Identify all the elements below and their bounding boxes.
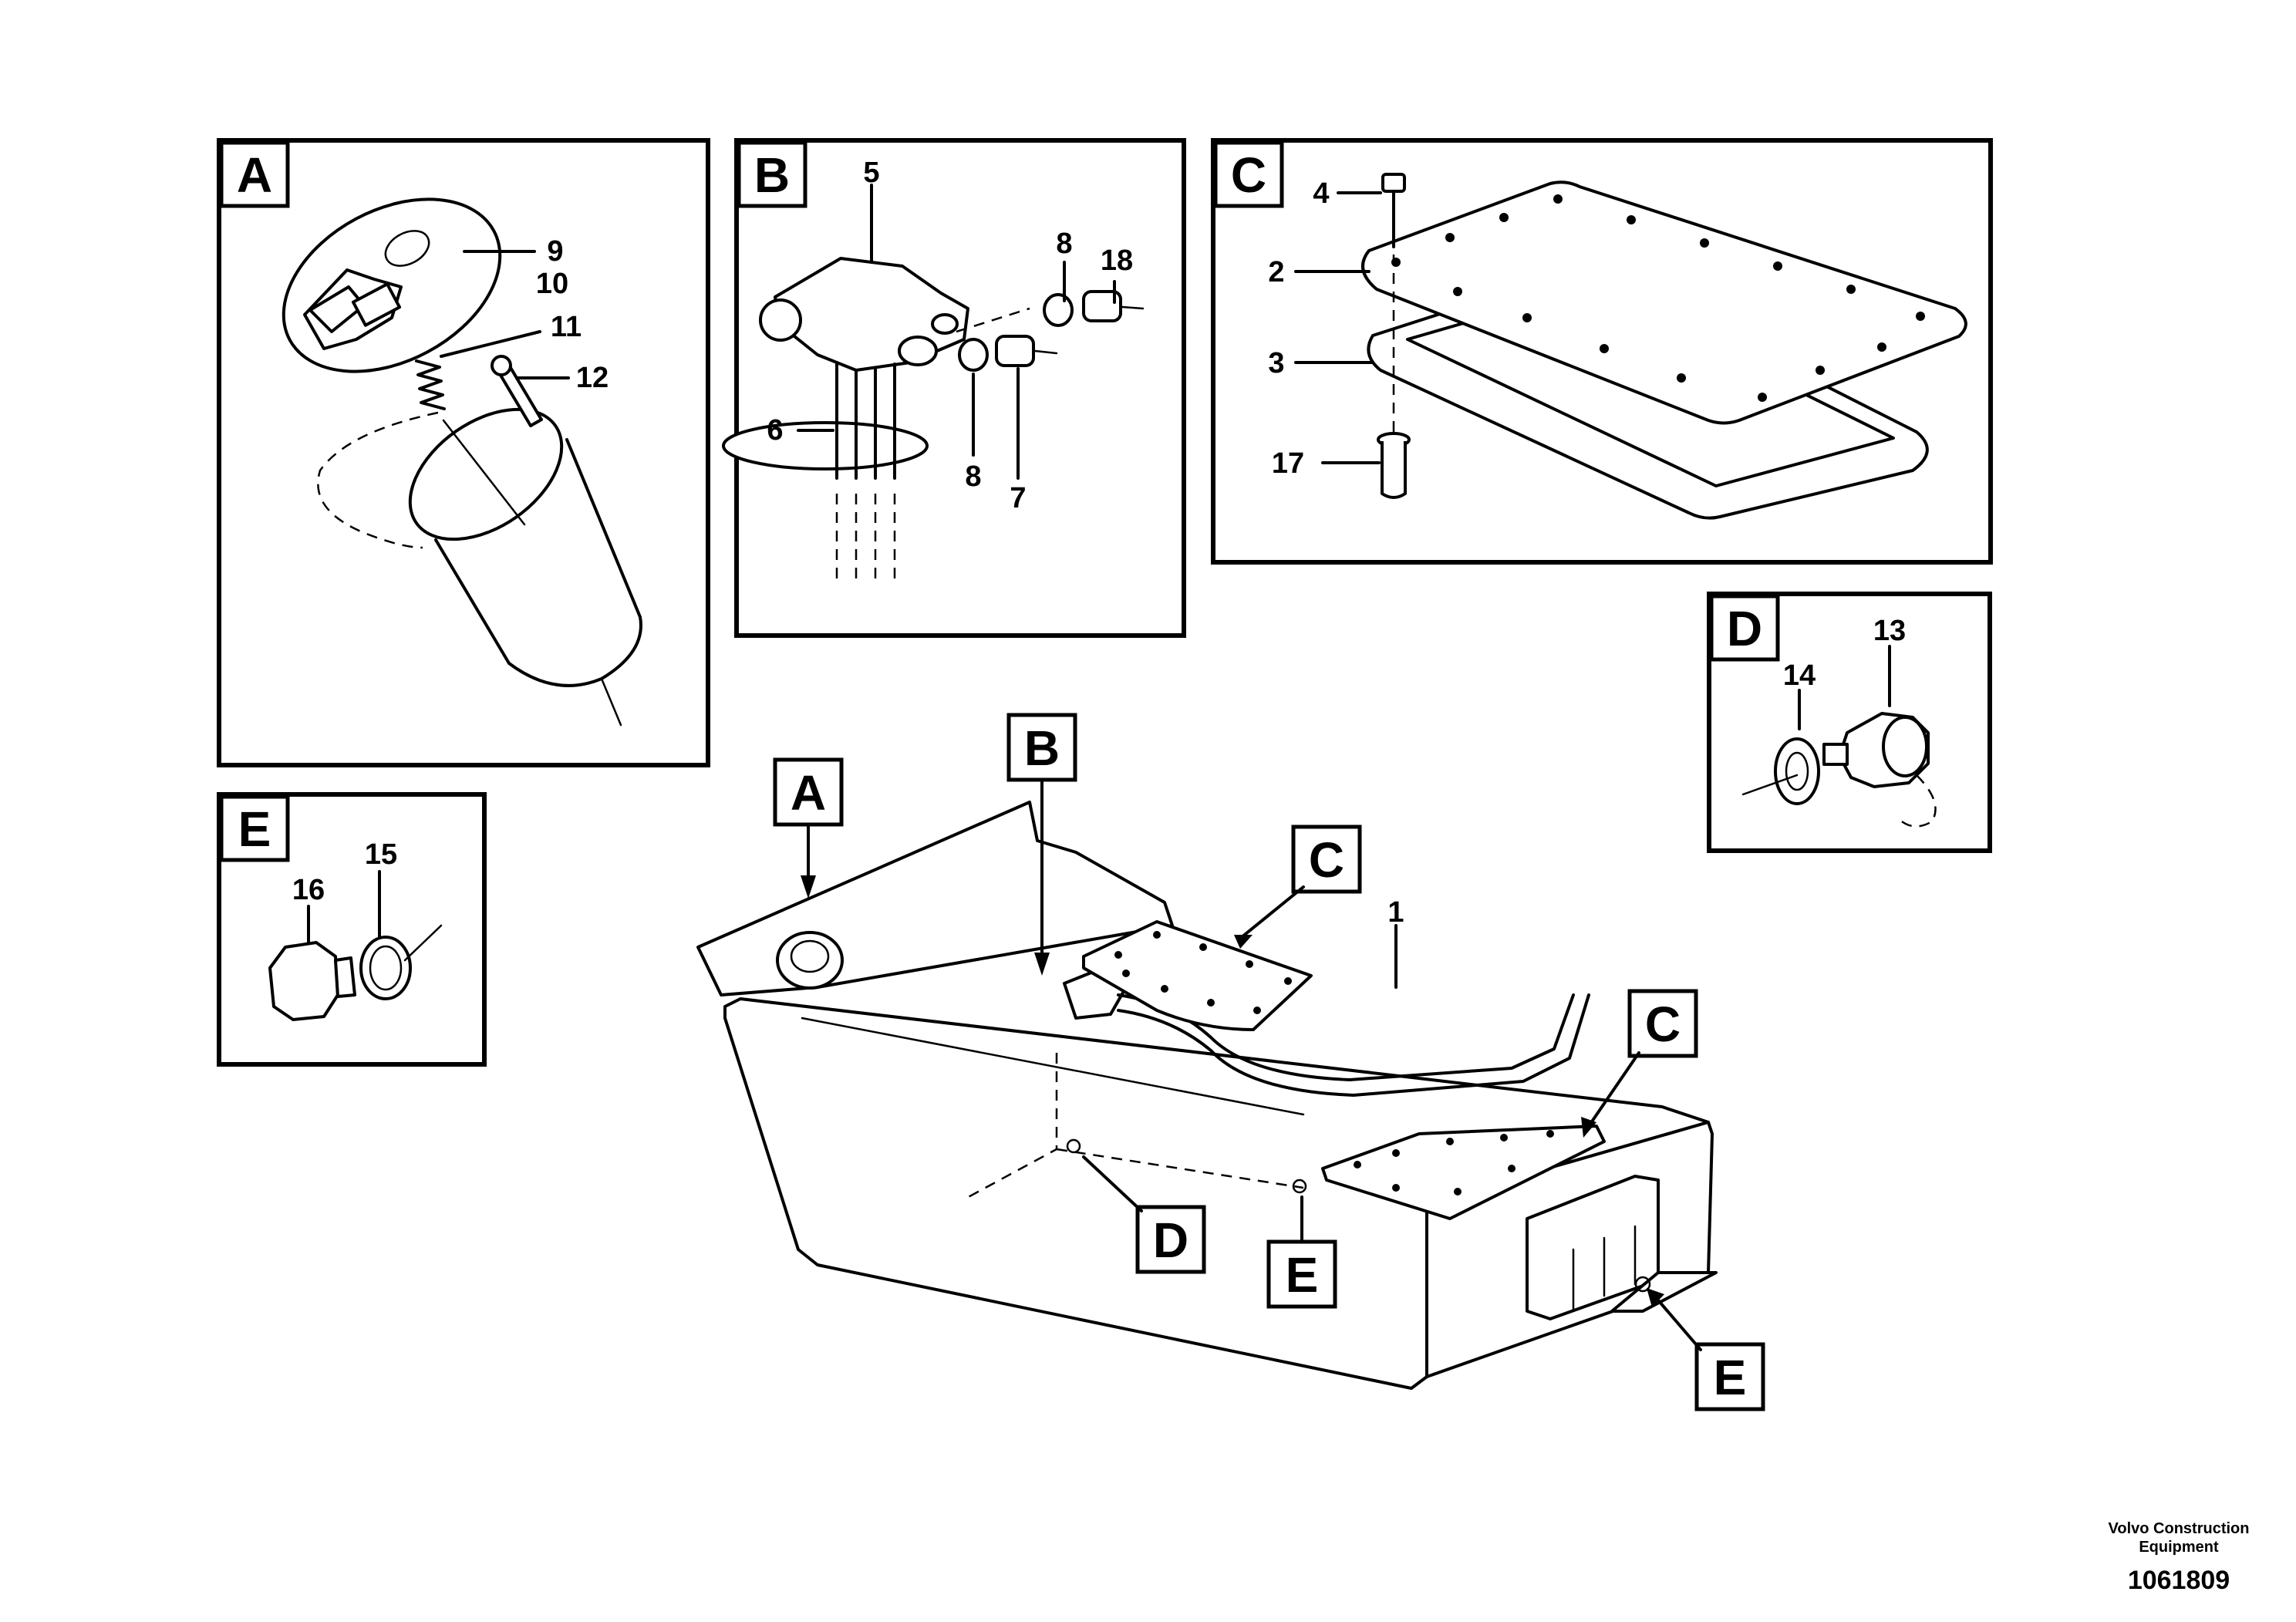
main-callout-a: A bbox=[791, 765, 826, 821]
panel-c-letter: C bbox=[1231, 147, 1266, 203]
main-callout-c-right: C bbox=[1645, 996, 1681, 1052]
part-label-7: 7 bbox=[1010, 482, 1026, 514]
main-callout-d: D bbox=[1153, 1212, 1188, 1268]
footer: Volvo Construction Equipment 1061809 bbox=[2109, 1520, 2250, 1595]
panel-a: A 9 10 11 12 bbox=[217, 138, 710, 767]
part-label-10: 10 bbox=[536, 268, 568, 300]
part-label-5: 5 bbox=[863, 157, 879, 189]
main-callouts: A B C C D E E 1 bbox=[773, 713, 1765, 1411]
part-label-11: 11 bbox=[551, 311, 582, 343]
part-label-4: 4 bbox=[1313, 177, 1329, 210]
drain-plug-e-drawing bbox=[268, 924, 443, 1021]
brand-line-2: Equipment bbox=[2139, 1539, 2219, 1556]
sender-unit-drawing bbox=[722, 257, 1145, 586]
fuel-tank-drawing bbox=[696, 801, 1718, 1390]
panel-d-letter: D bbox=[1727, 601, 1762, 656]
panel-b: B 5 8 18 6 8 7 bbox=[722, 138, 1186, 638]
panel-d: D 14 13 bbox=[1707, 592, 1992, 853]
document-id: 1061809 bbox=[2128, 1566, 2230, 1595]
part-label-1: 1 bbox=[1387, 896, 1404, 929]
part-label-8-lower: 8 bbox=[965, 460, 981, 493]
part-label-18: 18 bbox=[1101, 244, 1133, 277]
part-label-8-upper: 8 bbox=[1056, 228, 1072, 260]
panel-e-letter: E bbox=[238, 801, 271, 857]
panel-c: C 4 2 bbox=[1211, 138, 1993, 565]
main-callout-e-middle: E bbox=[1286, 1247, 1319, 1303]
part-label-17: 17 bbox=[1272, 447, 1304, 480]
panel-e: E 16 15 bbox=[217, 792, 487, 1067]
drain-plug-d-drawing bbox=[1741, 712, 1937, 828]
part-label-15: 15 bbox=[365, 838, 397, 871]
part-label-9: 9 bbox=[547, 235, 563, 268]
panel-a-letter: A bbox=[237, 147, 272, 203]
part-label-6: 6 bbox=[767, 414, 783, 447]
part-label-12: 12 bbox=[576, 362, 609, 394]
main-callout-e-right: E bbox=[1714, 1350, 1747, 1405]
panel-b-letter: B bbox=[754, 147, 790, 203]
part-label-16: 16 bbox=[292, 874, 325, 906]
part-label-14: 14 bbox=[1783, 659, 1816, 692]
cover-plate-drawing bbox=[1361, 173, 1967, 520]
brand-line-1: Volvo Construction bbox=[2109, 1520, 2250, 1537]
part-label-3: 3 bbox=[1268, 347, 1284, 379]
part-label-2: 2 bbox=[1268, 256, 1284, 288]
fuel-cap-drawing bbox=[282, 197, 642, 727]
main-callout-b: B bbox=[1024, 720, 1060, 776]
part-label-13: 13 bbox=[1873, 615, 1906, 647]
main-callout-c-upper: C bbox=[1309, 832, 1344, 888]
